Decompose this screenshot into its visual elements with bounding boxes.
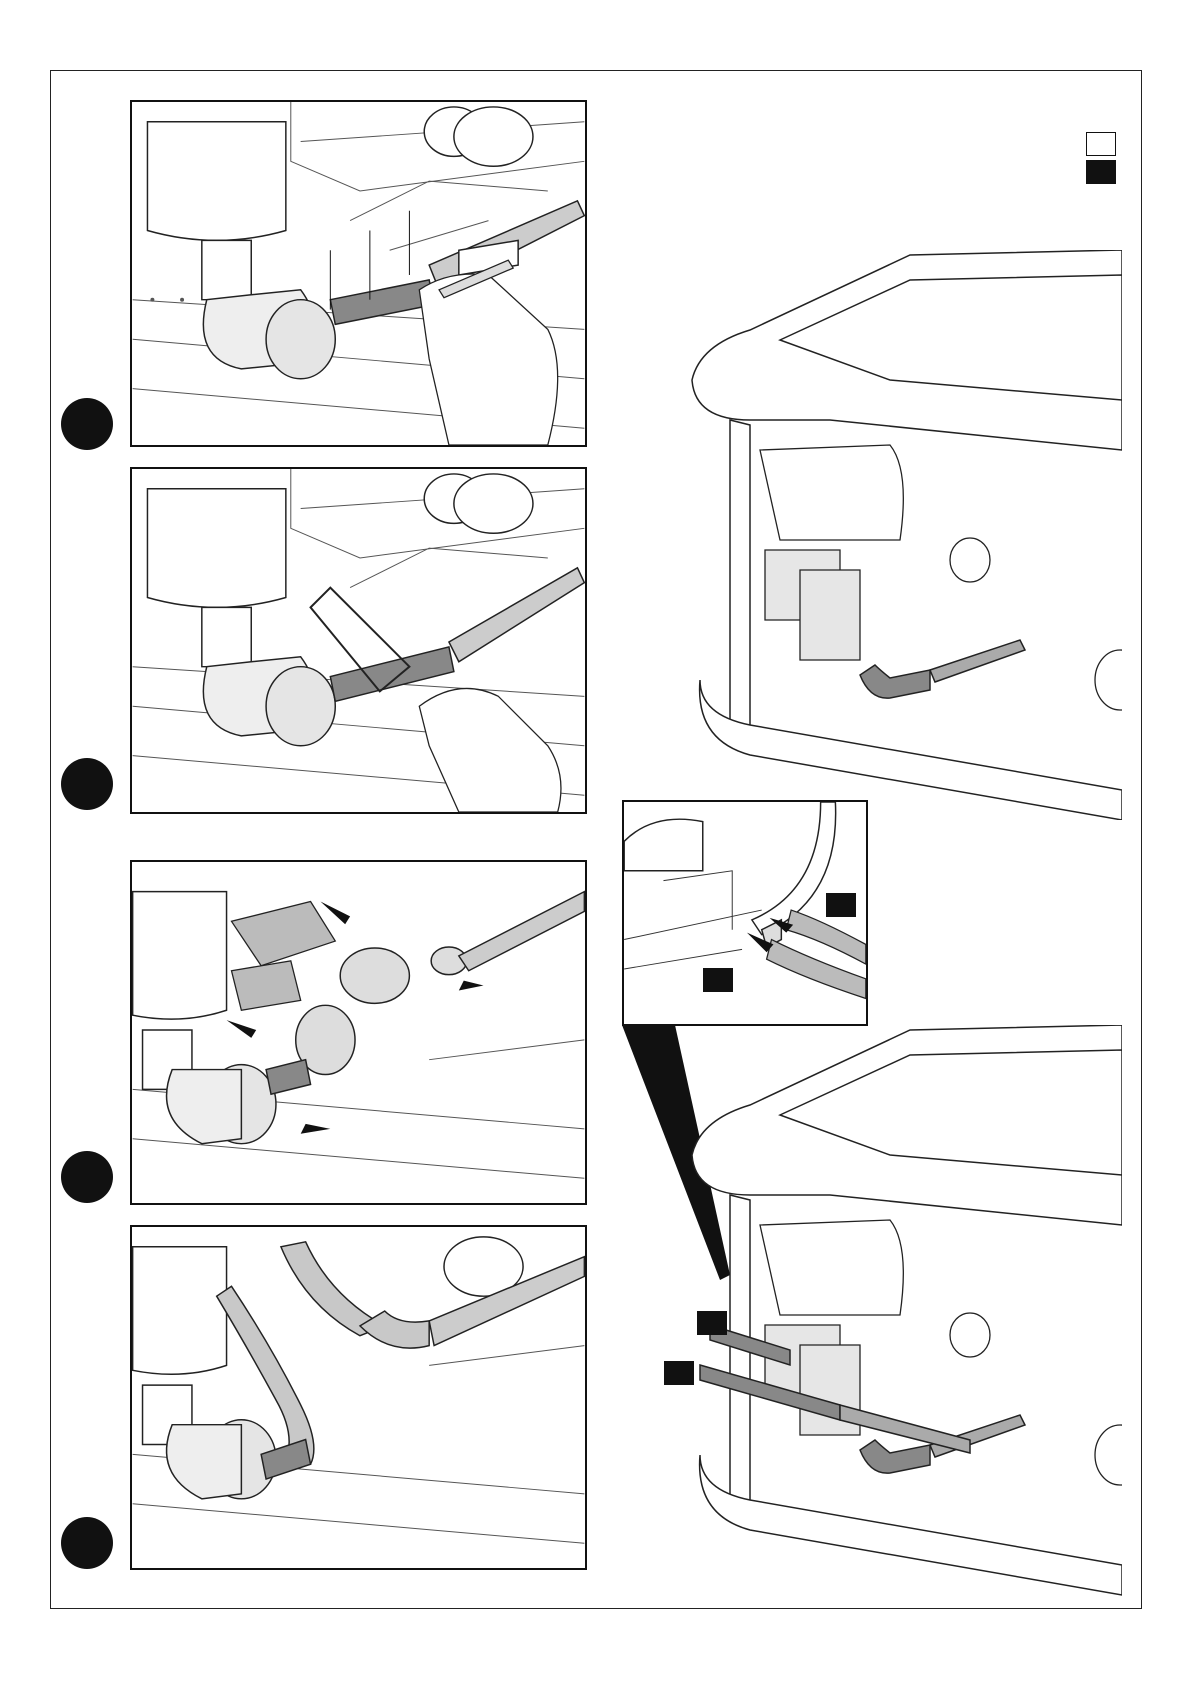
step-4-marker <box>61 1517 113 1569</box>
bathtub-assembly-illustration-2 <box>690 1025 1122 1610</box>
step-3-marker <box>61 1151 113 1203</box>
step-1-marker <box>61 398 113 450</box>
bathtub-assembly-view-1 <box>690 250 1122 820</box>
step-1-illustration <box>132 102 585 445</box>
legend-marker-empty <box>1086 132 1116 156</box>
step-3-panel <box>130 860 587 1205</box>
step-4-panel <box>130 1225 587 1570</box>
step-2-illustration <box>132 469 585 812</box>
step-1-panel <box>130 100 587 447</box>
legend-marker-filled <box>1086 160 1116 184</box>
bathtub-assembly-view-2 <box>690 1025 1122 1610</box>
bathtub-assembly-illustration-1 <box>690 250 1122 820</box>
step-3-illustration <box>132 862 585 1203</box>
step-2-marker <box>61 758 113 810</box>
assembly-marker-lower <box>664 1361 694 1385</box>
step-2-panel <box>130 467 587 814</box>
callout-marker-upper <box>826 893 856 917</box>
step-4-illustration <box>132 1227 585 1568</box>
assembly-marker-upper <box>697 1311 727 1335</box>
callout-marker-lower <box>703 968 733 992</box>
